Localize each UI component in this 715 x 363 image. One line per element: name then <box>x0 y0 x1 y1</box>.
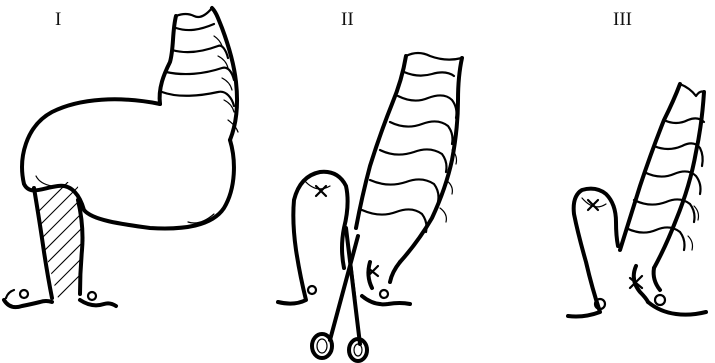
suture-mark <box>316 186 326 196</box>
ostium-marker <box>655 295 665 305</box>
panel-2: II <box>278 9 462 361</box>
scissors-icon <box>312 228 367 361</box>
ostium-marker <box>380 290 388 298</box>
panel-3-numeral: III <box>613 9 632 30</box>
resection-drawing <box>278 53 462 361</box>
anastomosis-drawing <box>568 84 706 317</box>
panel-1-numeral: I <box>55 9 61 30</box>
ostium-marker <box>308 286 316 294</box>
panel-3: III <box>568 9 706 317</box>
panel-2-numeral: II <box>341 9 354 30</box>
ostium-marker <box>88 292 96 300</box>
panel-1: I <box>4 8 238 315</box>
dilated-pouch-drawing <box>4 8 238 315</box>
ostium-marker <box>20 290 28 298</box>
